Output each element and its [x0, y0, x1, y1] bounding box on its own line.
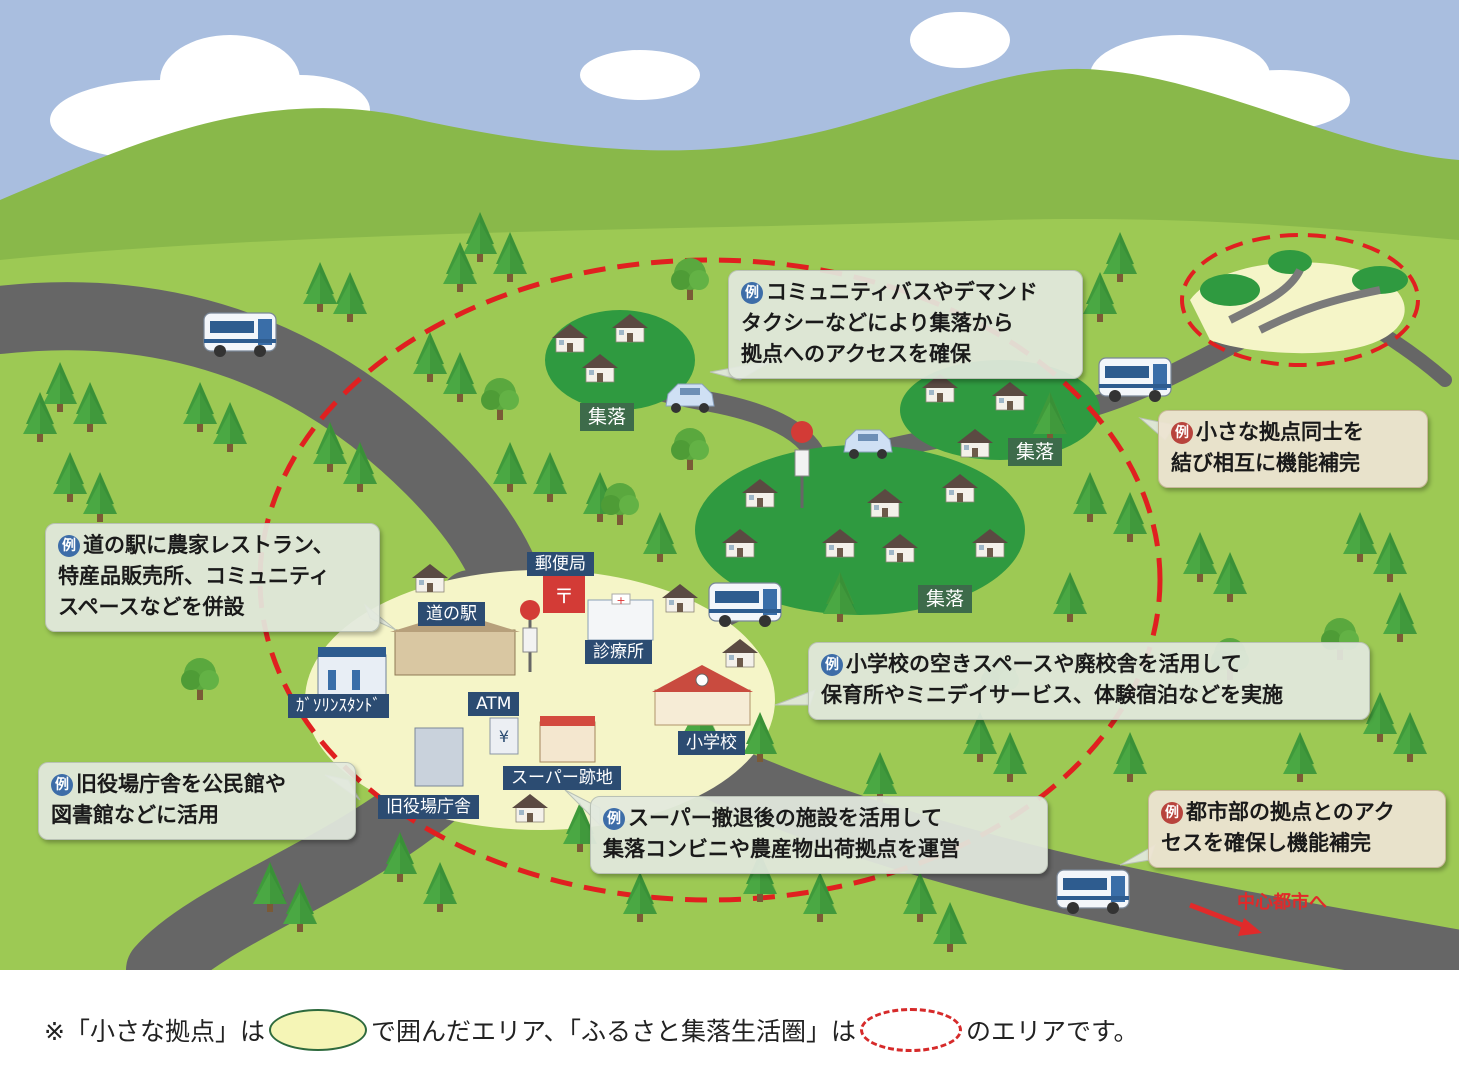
- callout-line: タクシーなどにより集落から: [741, 311, 1014, 335]
- example-badge: 例: [1161, 802, 1183, 824]
- settlement-label: 集落: [580, 403, 635, 431]
- living-area-legend-swatch: [859, 1008, 962, 1052]
- example-badge: 例: [741, 282, 763, 304]
- other-living-area: [1180, 233, 1420, 367]
- callout-line: 保育所やミニデイサービス、体験宿泊などを実施: [821, 683, 1283, 707]
- bus-icon: [708, 582, 782, 628]
- small-hub-legend-swatch: [268, 1009, 367, 1051]
- callout-michi-no-eki: 例道の駅に農家レストラン、 特産品販売所、コミュニティ スペースなどを併設: [45, 523, 380, 632]
- atm-label: ATM: [468, 692, 520, 716]
- school-building: [652, 665, 753, 726]
- supermarket-site-label: スーパー跡地: [503, 766, 621, 790]
- gas-station-label: ｶﾞｿﾘﾝｽﾀﾝﾄﾞ: [288, 694, 389, 718]
- example-badge: 例: [51, 774, 73, 796]
- atm-building: ¥: [489, 717, 519, 755]
- furusato-living-area: [257, 257, 1163, 903]
- callout-city-access: 例都市部の拠点とのアク セスを確保し機能補完: [1148, 790, 1446, 868]
- settlement-area-3: [695, 445, 1025, 615]
- bus-stop-icon: [520, 600, 540, 672]
- callout-line: 図書館などに活用: [51, 803, 219, 827]
- cloud-middle: [580, 12, 1010, 100]
- school-label: 小学校: [678, 731, 745, 755]
- other-hub-settlements: [1200, 250, 1408, 306]
- bus-icon: [1056, 869, 1130, 915]
- other-hub-roads: [1228, 268, 1381, 334]
- post-office-label: 郵便局: [527, 552, 594, 576]
- callout-line: 小学校の空きスペースや廃校舎を活用して: [846, 652, 1242, 676]
- callout-supermarket: 例スーパー撤退後の施設を活用して 集落コンビニや農産物出荷拠点を運営: [590, 796, 1048, 874]
- settlement-label: 集落: [1008, 438, 1063, 466]
- callout-line: 結び相互に機能補完: [1171, 451, 1360, 475]
- svg-text:〒: 〒: [554, 584, 574, 608]
- example-badge: 例: [1171, 422, 1193, 444]
- example-badge: 例: [603, 808, 625, 830]
- michi-no-eki-building: [390, 612, 520, 676]
- post-office-building: 〒: [543, 575, 585, 613]
- old-office-building: [414, 727, 464, 787]
- callout-line: 都市部の拠点とのアク: [1186, 800, 1395, 824]
- callout-line: スーパー撤退後の施設を活用して: [628, 806, 943, 830]
- old-office-label: 旧役場庁舎: [378, 795, 479, 819]
- callout-line: 旧役場庁舎を公民館や: [76, 772, 286, 796]
- supermarket-building: [539, 716, 596, 763]
- toward-city-label: 中心都市へ: [1237, 892, 1327, 913]
- example-badge: 例: [58, 535, 80, 557]
- michi-no-eki-label: 道の駅: [418, 602, 485, 626]
- svg-text:¥: ¥: [499, 727, 509, 746]
- gas-station-building: [317, 647, 387, 696]
- scene-illustration: 〒 + ¥: [0, 0, 1459, 970]
- callout-community-bus: 例コミュニティバスやデマンド タクシーなどにより集落から 拠点へのアクセスを確保: [728, 270, 1083, 379]
- footer-legend: ※「小さな拠点」は で囲んだエリア、「ふるさと集落生活圏」は のエリアです。: [44, 1008, 1138, 1052]
- callout-line: 道の駅に農家レストラン、: [83, 533, 334, 557]
- callout-line: 特産品販売所、コミュニティ: [58, 564, 330, 588]
- callout-line: スペースなどを併設: [58, 595, 245, 619]
- callout-hubs-mutual: 例小さな拠点同士を 結び相互に機能補完: [1158, 410, 1428, 488]
- callout-school: 例小学校の空きスペースや廃校舎を活用して 保育所やミニデイサービス、体験宿泊など…: [808, 642, 1370, 720]
- clinic-label: 診療所: [585, 640, 652, 664]
- callout-line: 集落コンビニや農産物出荷拠点を運営: [603, 837, 960, 861]
- footer-middle: で囲んだエリア、「ふるさと集落生活圏」は: [370, 1017, 856, 1046]
- callout-line: 小さな拠点同士を: [1196, 420, 1364, 444]
- bus-icon: [203, 312, 277, 358]
- footer-prefix: ※「小さな拠点」は: [44, 1017, 265, 1046]
- bus-icon: [1098, 357, 1172, 403]
- footer-suffix: のエリアです。: [965, 1017, 1139, 1046]
- arrow-to-city: [1189, 902, 1262, 936]
- svg-text:+: +: [616, 594, 625, 607]
- example-badge: 例: [821, 654, 843, 676]
- callout-line: 拠点へのアクセスを確保: [741, 342, 971, 366]
- callout-line: コミュニティバスやデマンド: [766, 280, 1038, 304]
- clinic-building: +: [587, 593, 654, 641]
- callout-old-office: 例旧役場庁舎を公民館や 図書館などに活用: [38, 762, 356, 840]
- bus-stop-icon: [791, 421, 813, 508]
- callout-line: セスを確保し機能補完: [1161, 831, 1371, 855]
- settlement-label: 集落: [918, 585, 973, 613]
